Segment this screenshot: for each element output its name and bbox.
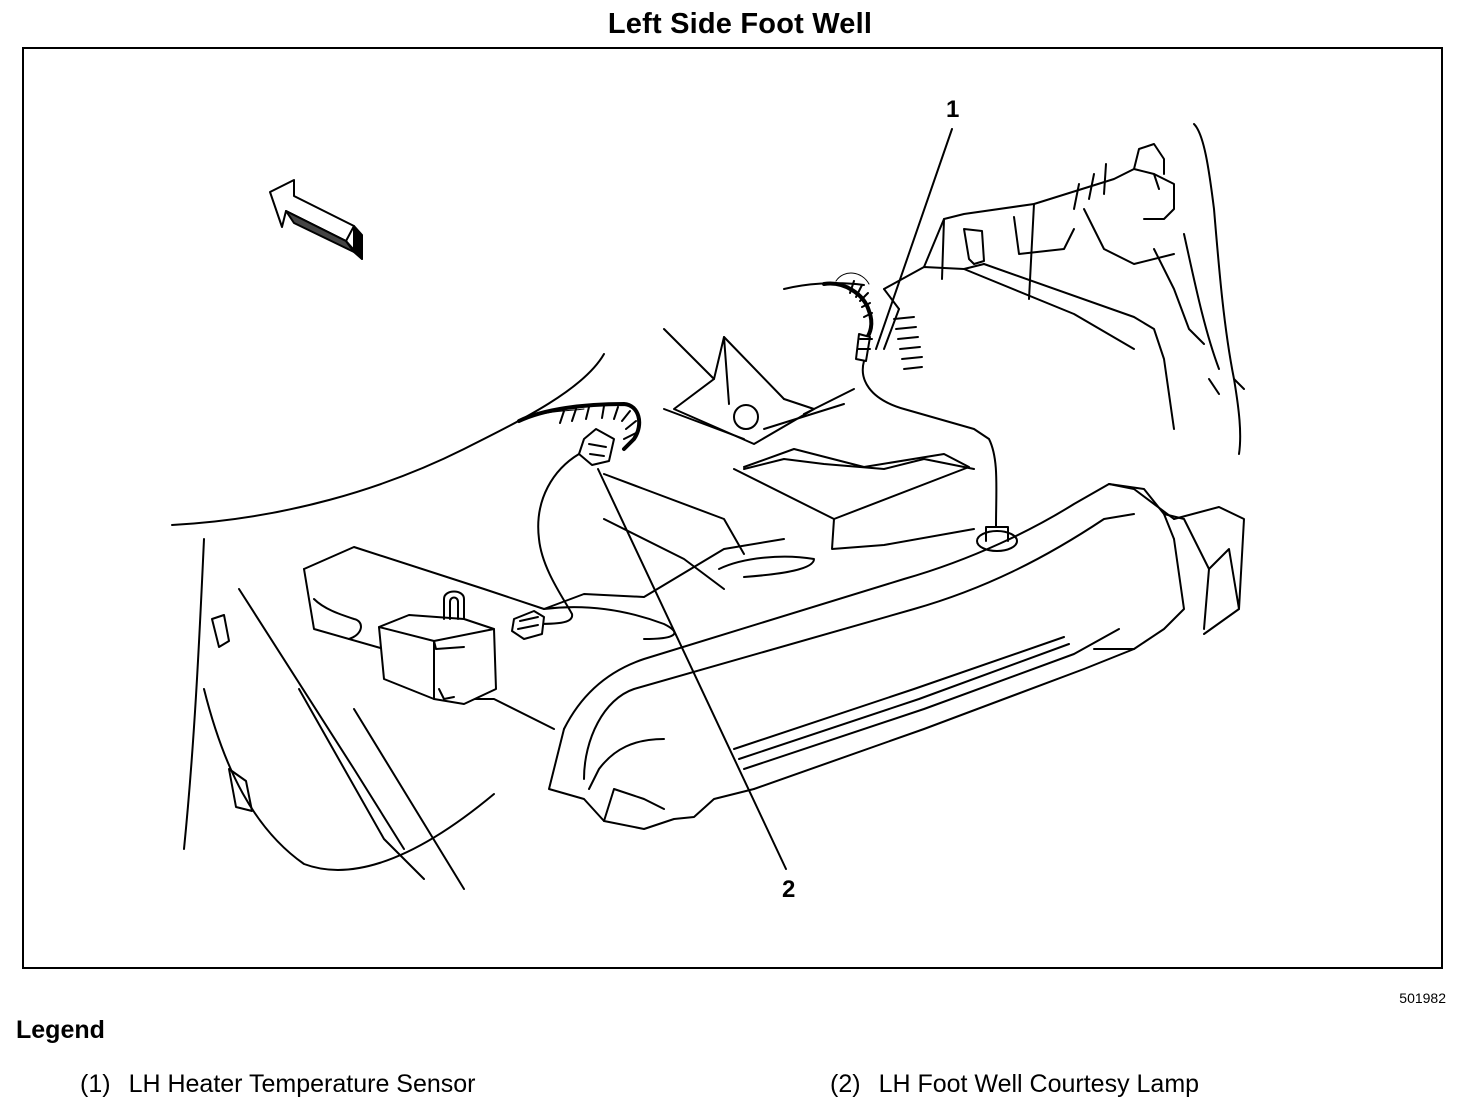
legend-item-2-number: (2) [830, 1070, 861, 1098]
floor-carpet-outline [171, 353, 605, 890]
callout-2-leader [597, 468, 787, 870]
callout-2: 2 [782, 876, 795, 903]
legend-item-2: (2) LH Foot Well Courtesy Lamp [830, 1070, 1199, 1099]
diagram-title: Left Side Foot Well [607, 8, 873, 40]
legend-item-1: (1) LH Heater Temperature Sensor [80, 1070, 476, 1099]
figure-id: 501982 [1399, 990, 1446, 1006]
legend-item-2-label: LH Foot Well Courtesy Lamp [878, 1070, 1200, 1098]
kick-panel-vents [893, 316, 923, 370]
sensor-harness [822, 272, 998, 528]
courtesy-lamp [378, 590, 545, 705]
callout-1: 1 [946, 96, 959, 123]
heater-duct [548, 483, 1245, 830]
foot-well-illustration: 1 2 [171, 96, 1245, 903]
kick-panel [783, 123, 1245, 455]
forward-arrow-icon [269, 179, 363, 260]
legend-title: Legend [16, 1016, 105, 1044]
diagram-frame: 1 2 [22, 47, 1443, 969]
center-tunnel [603, 328, 975, 590]
lamp-harness [517, 402, 642, 625]
legend-item-1-number: (1) [80, 1070, 111, 1098]
callout-1-leader [875, 128, 953, 350]
legend-item-1-label: LH Heater Temperature Sensor [128, 1070, 476, 1098]
